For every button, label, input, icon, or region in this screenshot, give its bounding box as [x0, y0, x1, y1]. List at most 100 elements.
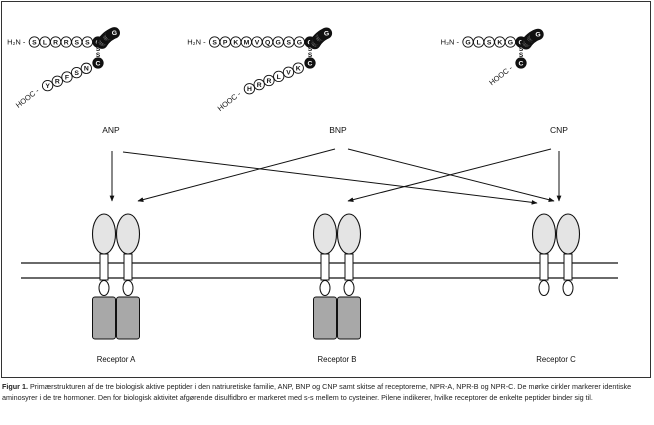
residue-letter: K	[233, 39, 238, 46]
arrow-cnp-to-receptor-b	[347, 148, 552, 202]
residue-circle	[515, 57, 527, 69]
residue-letter: C	[96, 60, 101, 67]
n-tail-residue: G	[462, 36, 474, 48]
c-terminus-label: HOOC -	[14, 86, 41, 110]
juxtamembrane-domain	[562, 280, 574, 296]
residue-circle	[282, 66, 295, 78]
residue-circle	[292, 62, 304, 74]
arrow-bnp-to-receptor-a	[137, 148, 336, 202]
n-tail-residue: S	[28, 36, 41, 48]
residue-circle	[41, 79, 54, 92]
c-tail-residue: V	[282, 66, 295, 78]
residue-letter: G	[297, 39, 302, 46]
c-tail-residue: N	[80, 62, 92, 74]
residue-letter: V	[286, 70, 291, 77]
receptor-c: Receptor C	[531, 213, 581, 364]
residue-letter: G	[324, 31, 329, 38]
n-tail-residue: S	[208, 36, 221, 48]
residue-circle	[273, 70, 285, 83]
n-tail-residue: R	[60, 36, 72, 48]
n-terminus-label: H₂N -	[7, 38, 26, 47]
residue-letter: R	[64, 39, 69, 46]
residue-letter: M	[244, 39, 250, 46]
residue-letter: Y	[45, 83, 50, 90]
peptide-name-anp: ANP	[102, 125, 120, 135]
residue-circle	[61, 71, 73, 83]
residue-letter: R	[257, 82, 262, 89]
residue-letter: G	[535, 32, 540, 39]
residue-letter: K	[296, 66, 301, 73]
residue-letter: V	[255, 39, 260, 46]
n-tail-residue: G	[293, 36, 306, 48]
receptor-label: Receptor A	[97, 355, 136, 364]
receptor-a: Receptor A	[91, 213, 141, 364]
caption-label: Figur 1.	[2, 382, 28, 391]
kinase-domain	[313, 296, 337, 340]
n-tail-residue: G	[272, 36, 284, 48]
residue-letter: S	[287, 39, 292, 46]
disulfide-bridge-label: S	[96, 52, 101, 59]
c-tail-residue: R	[51, 75, 63, 87]
juxtamembrane-domain	[538, 280, 550, 296]
juxtamembrane-domain	[122, 280, 134, 296]
extracellular-domain	[531, 213, 557, 255]
c-tail-residue: S	[70, 66, 83, 79]
juxtamembrane-domain	[98, 280, 110, 296]
residue-letter: L	[477, 39, 481, 46]
binding-arrows	[109, 148, 562, 205]
residue-letter: L	[277, 74, 281, 81]
residue-letter: C	[519, 60, 524, 67]
transmembrane-segment	[320, 253, 330, 281]
residue-circle	[70, 66, 83, 79]
c-tail-residue: Y	[41, 79, 54, 92]
c-terminus-label: HOOC -	[216, 89, 243, 113]
peptide-name-bnp: BNP	[329, 125, 347, 135]
extracellular-domain	[115, 213, 141, 255]
transmembrane-segment	[344, 253, 354, 281]
disulfide-bridge-label: S	[96, 46, 101, 53]
n-tail-residue: S	[283, 36, 295, 48]
juxtamembrane-domain	[343, 280, 355, 296]
c-tail-residue: F	[61, 71, 73, 83]
n-tail-residue: S	[71, 36, 83, 48]
residue-circle	[92, 57, 104, 69]
residue-circle	[108, 27, 121, 39]
disulfide-bridge-label: S	[308, 46, 313, 53]
disulfide-bridge-label: S	[308, 52, 313, 59]
extracellular-domain	[312, 213, 338, 255]
residue-letter: S	[212, 39, 217, 46]
ring-residue: C	[304, 57, 316, 69]
n-tail-residue: K	[230, 36, 242, 48]
ring-residue: G	[532, 28, 544, 40]
n-tail-residue: P	[219, 36, 231, 48]
n-tail-residue: R	[49, 36, 62, 48]
residue-circle	[80, 62, 92, 74]
residue-letter: S	[85, 39, 90, 46]
n-tail-residue: G	[504, 36, 517, 48]
residue-letter: K	[497, 39, 502, 46]
residue-letter: N	[84, 66, 89, 73]
extracellular-domain	[91, 213, 117, 255]
residue-letter: P	[223, 39, 228, 46]
residue-letter: L	[43, 39, 47, 46]
arrow-anp-to-receptor-c	[122, 151, 538, 205]
n-tail-residue: Q	[261, 36, 274, 48]
ring-residue: C	[515, 57, 527, 69]
kinase-domain	[337, 296, 361, 340]
c-tail-residue: H	[243, 83, 256, 95]
residue-letter: R	[53, 39, 58, 46]
n-tail-residue: L	[39, 36, 51, 48]
cell-membrane	[21, 262, 618, 279]
c-terminus-label: HOOC -	[487, 63, 514, 87]
ring-residue: G	[108, 27, 121, 39]
c-tail-residue: R	[263, 74, 275, 87]
residue-letter: C	[308, 60, 313, 67]
c-tail-residue: L	[273, 70, 285, 83]
receptor-label: Receptor C	[536, 355, 576, 364]
receptor-b: Receptor B	[312, 213, 362, 364]
n-terminus-label: H₂N -	[187, 38, 206, 47]
juxtamembrane-domain	[319, 280, 331, 296]
figure-caption: Figur 1. Primærstrukturen af de tre biol…	[2, 382, 652, 403]
